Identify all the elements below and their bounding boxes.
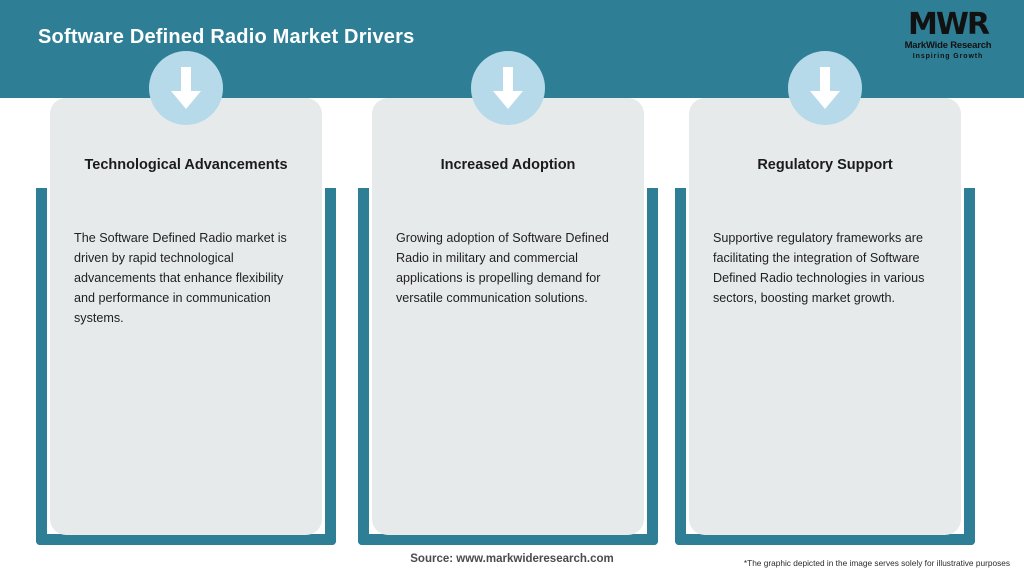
card-panel: Regulatory Support Supportive regulatory… <box>689 51 961 535</box>
card-accent-frame <box>675 188 975 545</box>
card-description: Growing adoption of Software Defined Rad… <box>396 231 609 305</box>
driver-card-3: Regulatory Support Supportive regulatory… <box>675 51 975 545</box>
down-arrow-icon <box>788 51 862 125</box>
logo-company-name: MarkWide Research <box>904 40 992 51</box>
down-arrow-icon <box>471 51 545 125</box>
driver-card-2: Increased Adoption Growing adoption of S… <box>358 51 658 545</box>
card-accent-frame <box>36 188 336 545</box>
logo-monogram: MWR <box>907 7 990 42</box>
card-title: Regulatory Support <box>757 157 893 173</box>
source-label: Source: www.markwideresearch.com <box>410 553 614 565</box>
card-panel: Technological Advancements The Software … <box>50 51 322 535</box>
driver-card-1: Technological Advancements The Software … <box>36 51 336 545</box>
logo-tagline: Inspiring Growth <box>912 53 984 60</box>
card-description: The Software Defined Radio market is dri… <box>74 231 287 325</box>
down-arrow-icon <box>149 51 223 125</box>
page-title: Software Defined Radio Market Drivers <box>38 26 415 48</box>
brand-logo: MWR MarkWide Research Inspiring Growth <box>894 10 1002 72</box>
card-title: Technological Advancements <box>84 157 288 173</box>
card-title: Increased Adoption <box>440 157 576 173</box>
disclaimer-note: *The graphic depicted in the image serve… <box>743 558 1010 568</box>
card-panel: Increased Adoption Growing adoption of S… <box>372 51 644 535</box>
driver-cards-container: Technological Advancements The Software … <box>0 51 1024 545</box>
card-accent-frame <box>358 188 658 545</box>
card-description: Supportive regulatory frameworks are fac… <box>713 231 925 305</box>
